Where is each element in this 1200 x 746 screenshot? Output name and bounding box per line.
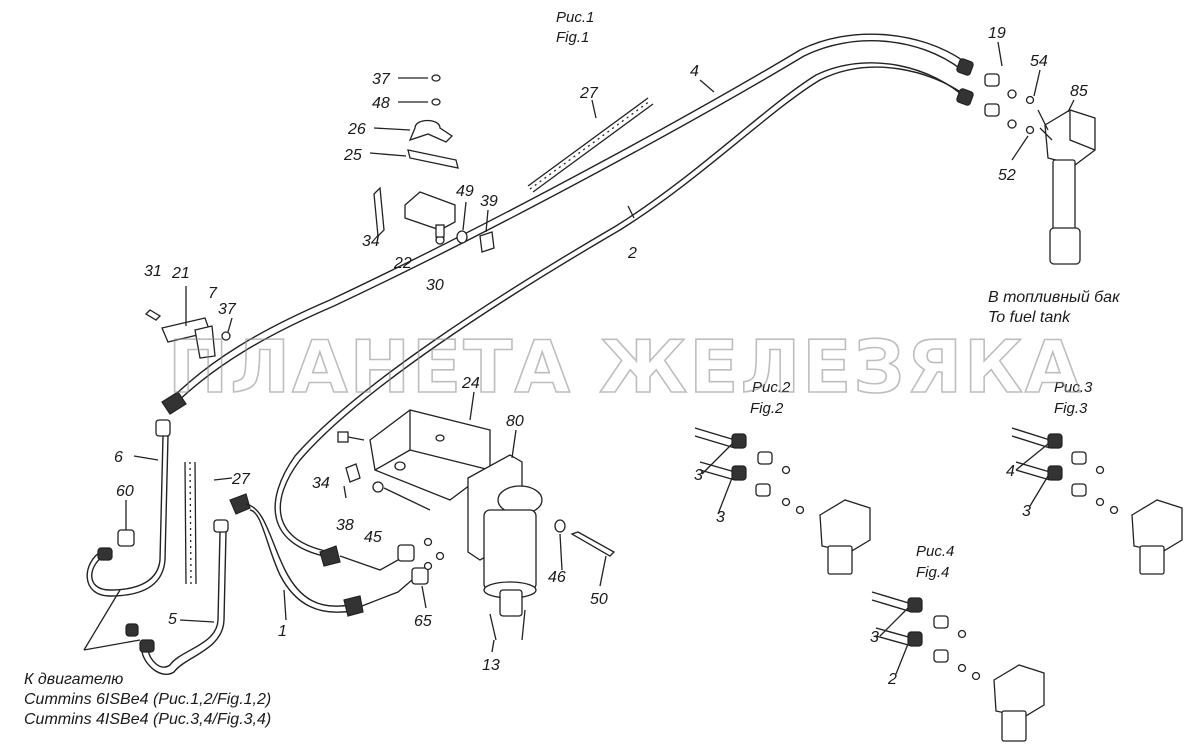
callout-3-fig2-a: 3: [694, 467, 703, 484]
callout-80: 80: [506, 413, 524, 430]
callout-34-top: 34: [362, 233, 380, 250]
connector-left: [161, 391, 187, 415]
fuel-line-1: [229, 493, 364, 617]
note-engine-6isbe4: Cummins 6ISBe4 (Рис.1,2/Fig.1,2): [24, 691, 271, 708]
callout-2: 2: [627, 245, 637, 262]
callout-24: 24: [461, 375, 480, 392]
callout-4-fig3: 4: [1006, 463, 1015, 480]
callout-27-bottom: 27: [231, 471, 251, 488]
tank-sender-85: [1037, 109, 1096, 265]
fig4-assembly: [871, 591, 1045, 742]
bracket-22: [373, 186, 495, 253]
watermark-text: ПЛАНЕТА ЖЕЛЕЗЯКА: [168, 325, 1083, 409]
callout-31: 31: [144, 263, 162, 280]
callout-85: 85: [1070, 83, 1088, 100]
callout-46: 46: [548, 569, 566, 586]
callout-54: 54: [1030, 53, 1048, 70]
callout-45: 45: [364, 529, 382, 546]
callout-13: 13: [482, 657, 500, 674]
callout-22: 22: [393, 255, 412, 272]
callout-52: 52: [998, 167, 1016, 184]
fuel-line-5: [125, 519, 229, 675]
note-engine-ru: К двигателю: [24, 671, 123, 688]
clamp-plate-21: [144, 309, 231, 359]
bolt-34-nut-38: [337, 431, 431, 511]
fitting-19: [956, 58, 1017, 129]
fig1-caption-en: Fig.1: [556, 29, 589, 46]
fig2-caption-ru: Рис.2: [752, 379, 791, 396]
fig2-assembly: [694, 427, 871, 575]
callout-49: 49: [456, 183, 474, 200]
callout-labels: 19 54 85 52 4 27 2 37 48 26 25 49 39 34 …: [114, 25, 1088, 688]
fuel-filter-80: [467, 454, 543, 641]
washer-54-52: [1025, 95, 1035, 135]
bracket-24: [369, 409, 491, 501]
fig4-caption-ru: Рис.4: [916, 543, 954, 560]
callout-5: 5: [168, 611, 177, 628]
callout-50: 50: [590, 591, 608, 608]
callout-21: 21: [171, 265, 190, 282]
spiral-sleeve-27-top: [527, 97, 654, 193]
callout-38: 38: [336, 517, 354, 534]
bolt-50: [554, 519, 616, 557]
callout-65: 65: [414, 613, 432, 630]
note-engine-4isbe4: Cummins 4ISBe4 (Рис.3,4/Fig.3,4): [24, 711, 271, 728]
fitting-60: [97, 529, 135, 561]
fig4-caption-en: Fig.4: [916, 564, 949, 581]
callout-48: 48: [372, 95, 390, 112]
fuel-line-2: [274, 62, 969, 559]
callout-19: 19: [988, 25, 1006, 42]
callout-39: 39: [480, 193, 498, 210]
callout-3-fig3: 3: [1022, 503, 1031, 520]
fig3-caption-ru: Рис.3: [1054, 379, 1093, 396]
fig1-caption-ru: Рис.1: [556, 9, 594, 26]
fuel-line-6: [86, 419, 171, 597]
clamp-assembly-top: [407, 74, 459, 169]
callout-1: 1: [278, 623, 287, 640]
fig2-caption-en: Fig.2: [750, 400, 784, 417]
callout-6: 6: [114, 449, 123, 466]
callout-25: 25: [343, 147, 362, 164]
callout-27-top: 27: [579, 85, 599, 102]
callout-4: 4: [690, 63, 699, 80]
callout-3-fig2-b: 3: [716, 509, 725, 526]
callout-34-mid: 34: [312, 475, 330, 492]
note-fuel-tank-ru: В топливный бак: [988, 289, 1121, 306]
callout-37-top: 37: [372, 71, 391, 88]
fitting-line-2: [319, 537, 445, 607]
callout-7: 7: [208, 285, 218, 302]
callout-60: 60: [116, 483, 134, 500]
callout-26: 26: [347, 121, 366, 138]
callout-37-left: 37: [218, 301, 237, 318]
fuel-line-4: [169, 33, 966, 406]
callout-3-fig4: 3: [870, 629, 879, 646]
fig3-caption-en: Fig.3: [1054, 400, 1088, 417]
callout-30: 30: [426, 277, 444, 294]
note-fuel-tank-en: To fuel tank: [988, 309, 1071, 326]
leader-lines: [83, 41, 1075, 675]
fig3-assembly: [1011, 427, 1183, 575]
callout-2-fig4: 2: [887, 671, 897, 688]
spiral-sleeve-27-bottom: [184, 461, 197, 585]
